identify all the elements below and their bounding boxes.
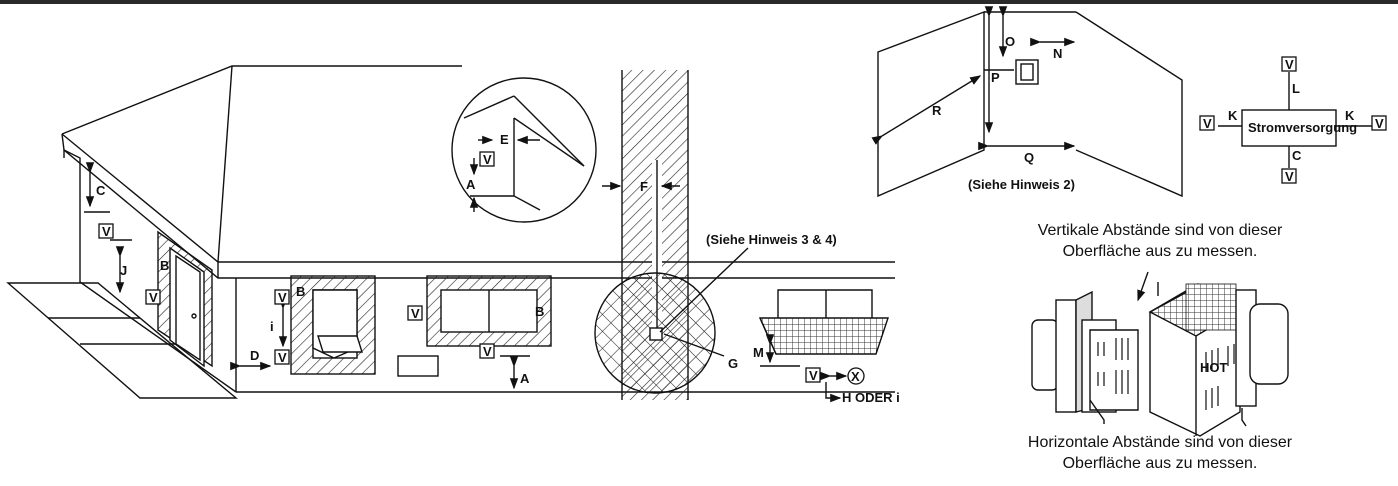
v-box: V [483, 152, 492, 167]
label-a-inset: A [466, 177, 476, 192]
v-box: V [1203, 116, 1212, 131]
label-j: J [120, 263, 127, 278]
callout-note-2: (Siehe Hinweis 2) [968, 177, 1075, 192]
horizontal-note-line2: Oberfläche aus zu messen. [1062, 455, 1258, 472]
label-f: F [640, 179, 648, 194]
v-box: V [809, 368, 818, 383]
v-box: V [102, 224, 111, 239]
vertical-note-line2: Oberfläche aus zu messen. [1062, 243, 1258, 260]
label-e: E [500, 132, 509, 147]
label-c: C [96, 183, 106, 198]
label-q: Q [1024, 150, 1034, 165]
vertical-clearance-note: Vertikale Abstände sind von dieser Oberf… [960, 220, 1360, 262]
callout-h-oder-i: H ODER i [842, 390, 900, 405]
label-r: R [932, 103, 942, 118]
horizontal-note-line1: Horizontale Abstände sind von dieser [1027, 434, 1293, 451]
label-c-power: C [1292, 148, 1302, 163]
label-a-bottom: A [520, 371, 530, 386]
v-box: V [483, 344, 492, 359]
label-k-right: K [1345, 108, 1355, 123]
v-box: V [1285, 169, 1294, 184]
top-rule [0, 0, 1398, 4]
v-box: V [149, 290, 158, 305]
label-b-window1: B [296, 284, 305, 299]
v-box: V [1285, 57, 1294, 72]
hot-label: HOT [1200, 360, 1228, 375]
v-box: V [411, 306, 420, 321]
label-i: i [270, 319, 274, 334]
label-x: X [851, 369, 860, 384]
horizontal-clearance-note: Horizontale Abstände sind von dieser Obe… [960, 432, 1360, 474]
label-n: N [1053, 46, 1062, 61]
v-box: V [278, 290, 287, 305]
label-g: G [728, 356, 738, 371]
label-o: O [1005, 34, 1015, 49]
label-l: L [1292, 81, 1300, 96]
label-p: P [991, 70, 1000, 85]
callout-note-3-4: (Siehe Hinweis 3 & 4) [706, 232, 837, 247]
v-box: V [1375, 116, 1384, 131]
label-b-window2: B [535, 304, 544, 319]
label-k-left: K [1228, 108, 1238, 123]
label-m: M [753, 345, 764, 360]
stromversorgung-label: Stromversorgung [1248, 120, 1357, 135]
v-box: V [278, 350, 287, 365]
label-b-door: B [160, 258, 169, 273]
label-d: D [250, 348, 259, 363]
v-markers: V V V V V V V V V V V V [98, 56, 1387, 383]
vertical-note-line1: Vertikale Abstände sind von dieser [1037, 222, 1283, 239]
